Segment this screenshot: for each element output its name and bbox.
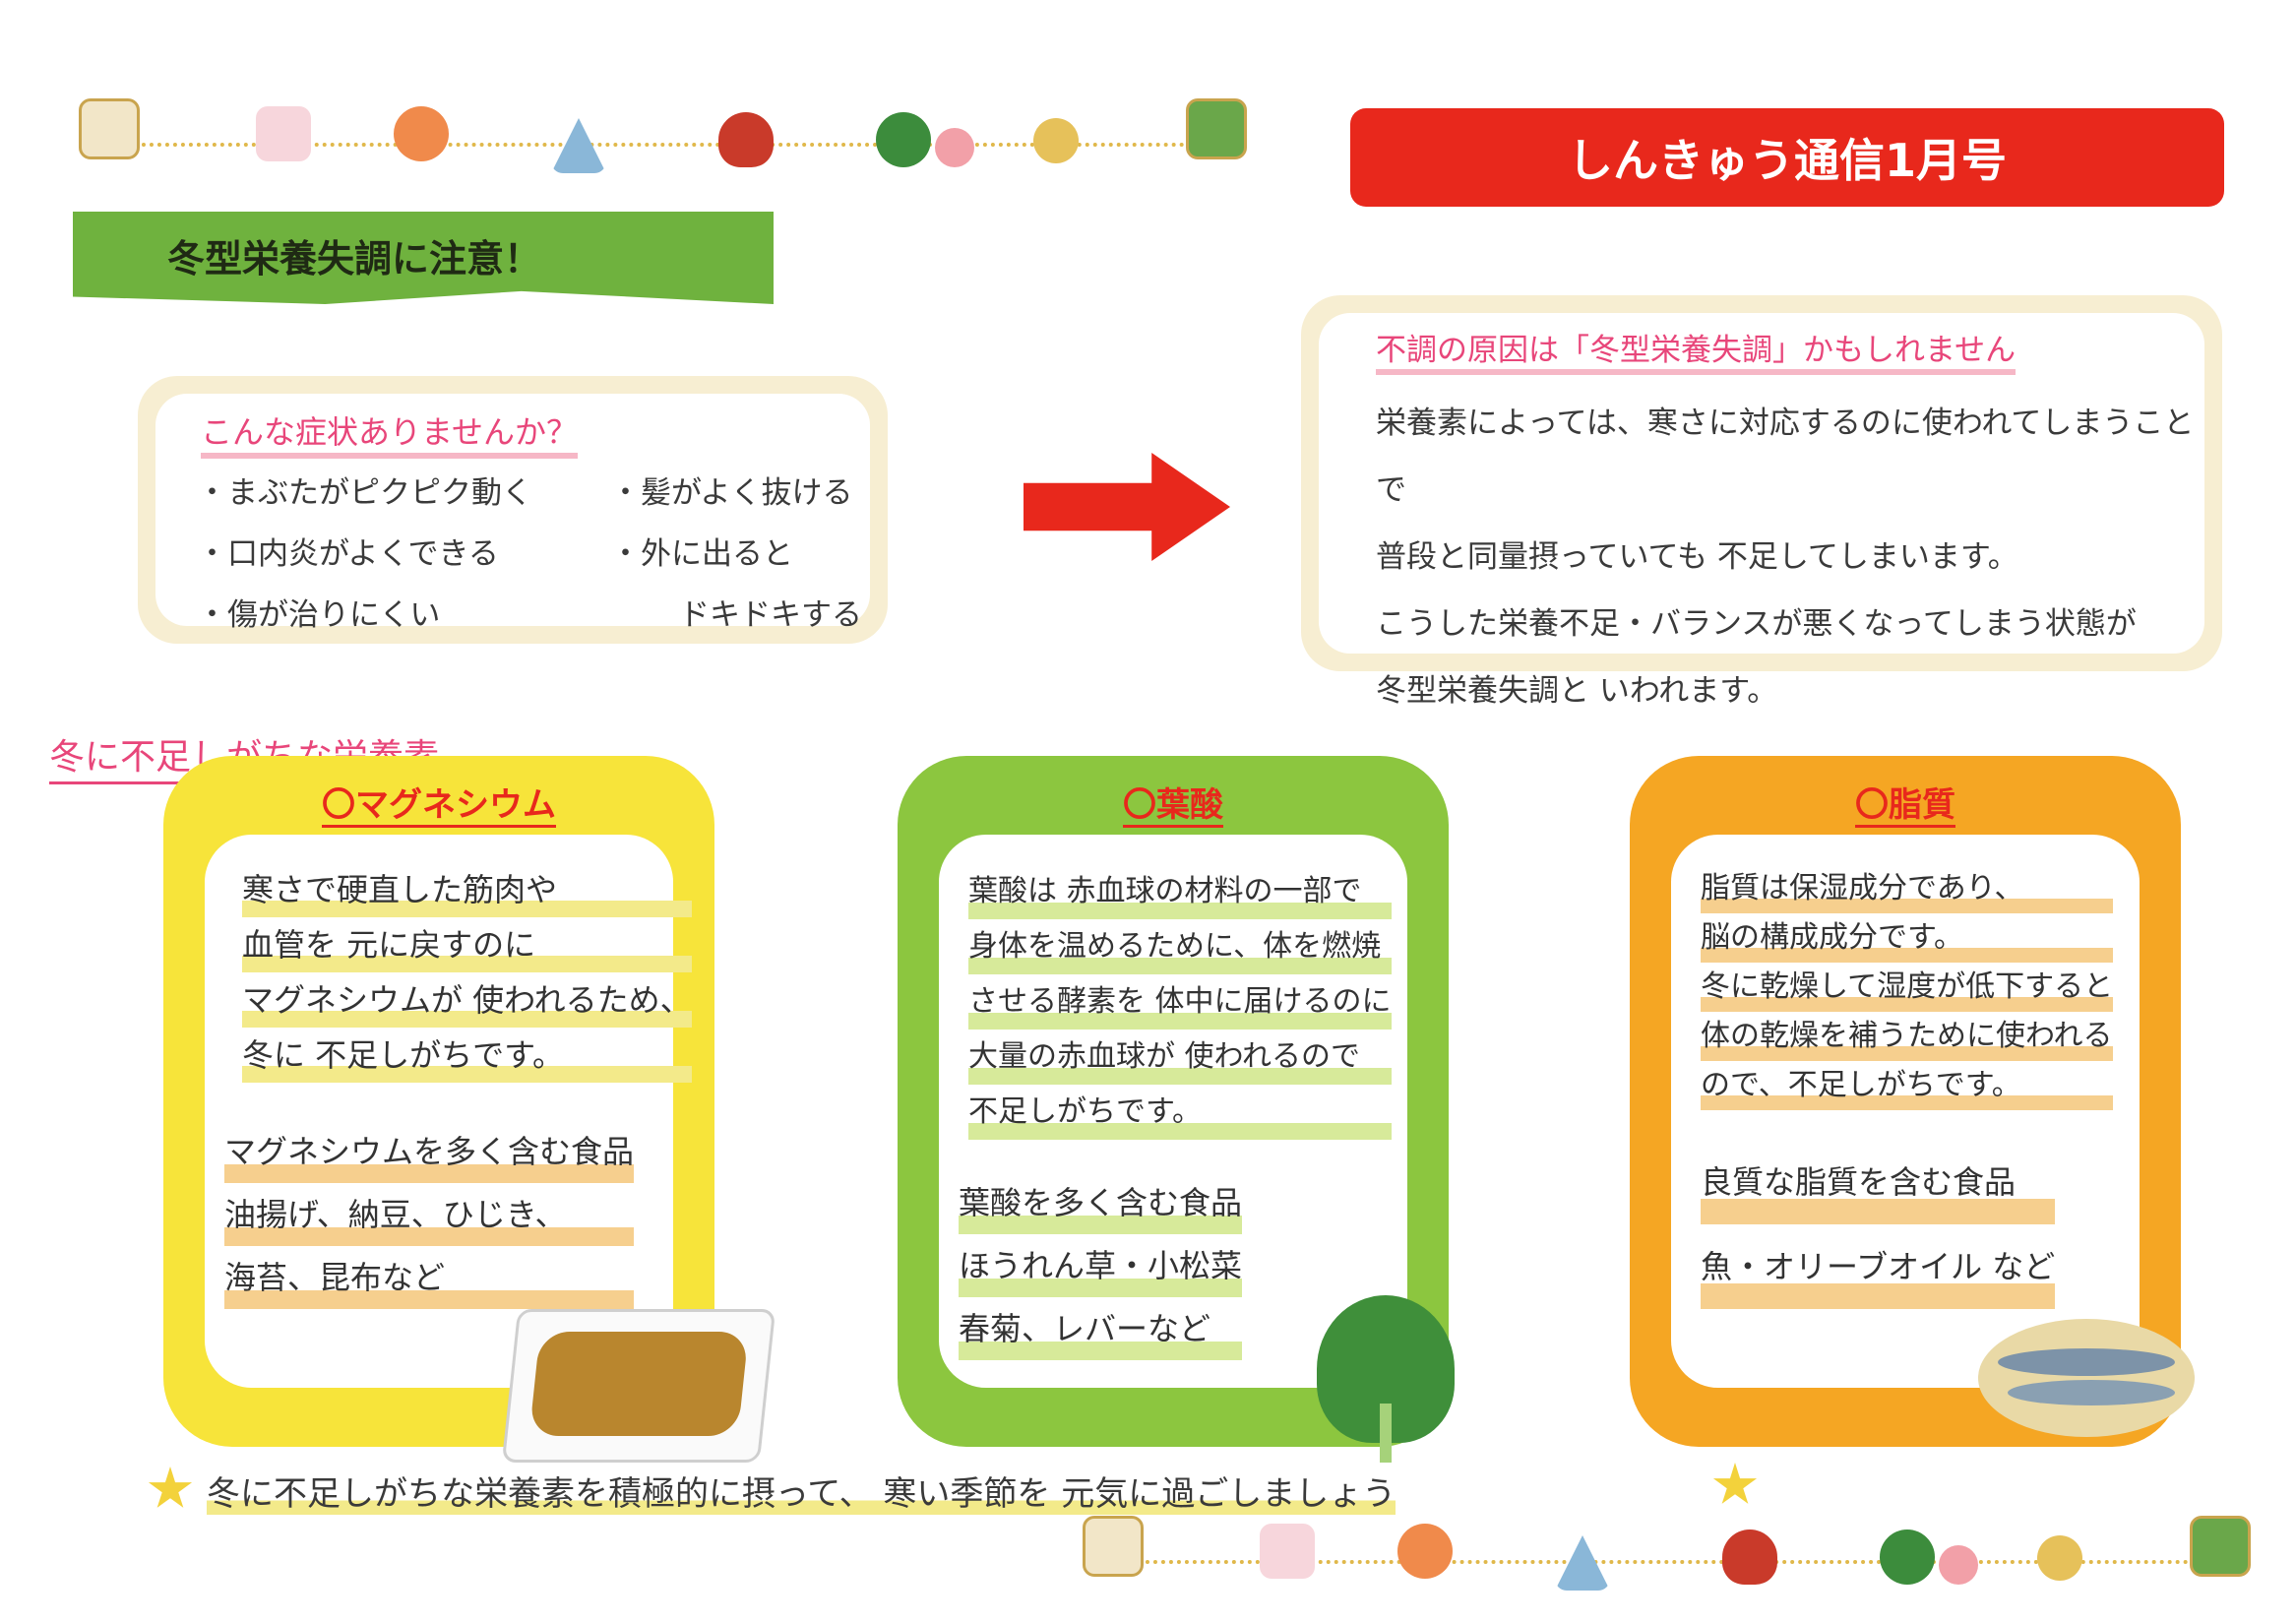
spinach-image <box>1317 1295 1455 1463</box>
folic-acid-body: 葉酸は 赤血球の材料の一部で 身体を温めるために、体を燃焼 させる酵素を 体中に… <box>968 864 1392 1140</box>
pine-icon <box>876 112 931 167</box>
sea-bream-icon <box>1397 1524 1453 1579</box>
star-icon <box>148 1467 193 1508</box>
star-icon <box>1712 1463 1758 1504</box>
pine-icon <box>1880 1529 1935 1585</box>
magnesium-body: 寒さで硬直した筋肉や 血管を 元に戻すのに マグネシウムが 使われるため、 冬に… <box>242 862 692 1083</box>
food-line: 油揚げ、納豆、ひじき、 <box>224 1183 635 1246</box>
body-line: 寒さで硬直した筋肉や <box>242 862 692 917</box>
cause-line: 栄養素によっては、寒さに対応するのに使われてしまうことで <box>1376 406 2195 508</box>
body-line: 血管を 元に戻すのに <box>242 917 692 972</box>
kagami-mochi-icon <box>1083 1516 1144 1577</box>
right-arrow-icon <box>1024 453 1230 561</box>
lipid-body: 脂質は保湿成分であり、 脳の構成成分です。 冬に乾燥して湿度が低下すると 体の乾… <box>1701 864 2114 1110</box>
card-content: 寒さで硬直した筋肉や 血管を 元に戻すのに マグネシウムが 使われるため、 冬に… <box>205 835 692 1388</box>
ozoni-bowl-icon <box>718 112 774 167</box>
body-line: 大量の赤血球が 使われるので <box>968 1030 1392 1085</box>
food-line: ほうれん草・小松菜 <box>959 1234 1243 1297</box>
cause-line: こうした栄養不足・バランスが悪くなってしまう状態が <box>1376 606 2137 642</box>
cause-heading: 不調の原因は「冬型栄養失調」かもしれません <box>1376 325 2017 375</box>
lipid-foods: 良質な脂質を含む食品 魚・オリーブオイル など <box>1701 1140 2056 1309</box>
body-line: 冬に乾燥して湿度が低下すると <box>1701 963 2114 1012</box>
spinning-top-icon <box>2037 1535 2082 1581</box>
food-heading: マグネシウムを多く含む食品 <box>224 1120 635 1183</box>
natto-image <box>501 1309 776 1463</box>
top-garland <box>79 98 1250 187</box>
card-title: 〇マグネシウム <box>163 778 714 828</box>
card-title: 〇葉酸 <box>898 778 1449 828</box>
folic-acid-foods: 葉酸を多く含む食品 ほうれん草・小松菜 春菊、レバーなど <box>959 1171 1243 1360</box>
symptoms-box: こんな症状ありませんか？ ・まぶたがピクピク動く ・口内炎がよくできる ・傷が治… <box>138 376 888 644</box>
symptom-item: ・髪がよく抜ける <box>610 475 853 511</box>
lipid-title: 〇脂質 <box>1855 785 1955 828</box>
symptom-item: ・口内炎がよくできる <box>197 536 499 572</box>
footer-message: 冬に不足しがちな栄養素を積極的に摂って、 寒い季節を 元気に過ごしましょう <box>207 1467 1396 1515</box>
body-line: 不足しがちです。 <box>968 1085 1392 1140</box>
food-line: 春菊、レバーなど <box>959 1297 1243 1360</box>
new-year-card-icon <box>1260 1524 1315 1579</box>
kagami-mochi-icon <box>79 98 140 159</box>
card-content: 葉酸は 赤血球の材料の一部で 身体を温めるために、体を燃焼 させる酵素を 体中に… <box>939 835 1407 1388</box>
symptoms-list-right: ・髪がよく抜ける ・外に出ると ドキドキする <box>610 463 862 646</box>
magnesium-title: 〇マグネシウム <box>322 785 556 828</box>
kadomatsu-icon <box>2190 1516 2251 1577</box>
symptoms-list-left: ・まぶたがピクピク動く ・口内炎がよくできる ・傷が治りにくい <box>197 463 532 646</box>
sea-bream-icon <box>394 106 449 161</box>
cause-line: 冬型栄養失調と いわれます。 <box>1376 673 1778 709</box>
plum-icon <box>1939 1545 1978 1585</box>
new-year-card-icon <box>256 106 311 161</box>
body-line: させる酵素を 体中に届けるのに <box>968 974 1392 1030</box>
cause-text: 栄養素によっては、寒さに対応するのに使われてしまうことで 普段と同量摂っていても… <box>1376 390 2204 724</box>
ozoni-bowl-icon <box>1722 1529 1777 1585</box>
body-line: 脳の構成成分です。 <box>1701 913 2114 963</box>
body-line: 葉酸は 赤血球の材料の一部で <box>968 864 1392 919</box>
cause-box: 不調の原因は「冬型栄養失調」かもしれません 栄養素によっては、寒さに対応するのに… <box>1301 295 2222 709</box>
symptom-item: ・外に出ると <box>610 536 793 572</box>
body-line: ので、不足しがちです。 <box>1701 1061 2114 1110</box>
cause-line: 普段と同量摂っていても 不足してしまいます。 <box>1376 539 2018 575</box>
folic-acid-card: 〇葉酸 葉酸は 赤血球の材料の一部で 身体を温めるために、体を燃焼 させる酵素を… <box>898 756 1449 1447</box>
symptom-item: ・傷が治りにくい <box>197 597 441 633</box>
ribbon-heading: 冬型栄養失調に注意！ <box>167 237 542 281</box>
fish-plate-image <box>1978 1319 2195 1437</box>
food-heading: 葉酸を多く含む食品 <box>959 1171 1243 1234</box>
body-line: 体の乾燥を補うために使われる <box>1701 1012 2114 1061</box>
plum-icon <box>935 128 974 167</box>
folic-acid-title: 〇葉酸 <box>1123 785 1223 828</box>
body-line: 身体を温めるために、体を燃焼 <box>968 919 1392 974</box>
symptom-item: ドキドキする <box>679 597 862 633</box>
food-line: 海苔、昆布など <box>224 1246 635 1309</box>
card-content: 脂質は保湿成分であり、 脳の構成成分です。 冬に乾燥して湿度が低下すると 体の乾… <box>1671 835 2140 1388</box>
card-title: 〇脂質 <box>1630 778 2181 828</box>
symptoms-heading: こんな症状ありませんか？ <box>201 407 579 459</box>
spinning-top-icon <box>1033 118 1079 163</box>
body-line: 冬に 不足しがちです。 <box>242 1028 692 1083</box>
newsletter-title: しんきゅう通信1月号 <box>1350 108 2224 207</box>
body-line: マグネシウムが 使われるため、 <box>242 972 692 1028</box>
kadomatsu-icon <box>1186 98 1247 159</box>
magnesium-foods: マグネシウムを多く含む食品 油揚げ、納豆、ひじき、 海苔、昆布など <box>224 1120 635 1309</box>
food-line: 魚・オリーブオイル など <box>1701 1224 2056 1309</box>
food-heading: 良質な脂質を含む食品 <box>1701 1140 2056 1224</box>
ribbon-banner <box>73 212 774 304</box>
bottom-garland <box>1083 1516 2254 1604</box>
magnesium-card: 〇マグネシウム 寒さで硬直した筋肉や 血管を 元に戻すのに マグネシウムが 使わ… <box>163 756 714 1447</box>
symptom-item: ・まぶたがピクピク動く <box>197 475 532 511</box>
body-line: 脂質は保湿成分であり、 <box>1701 864 2114 913</box>
